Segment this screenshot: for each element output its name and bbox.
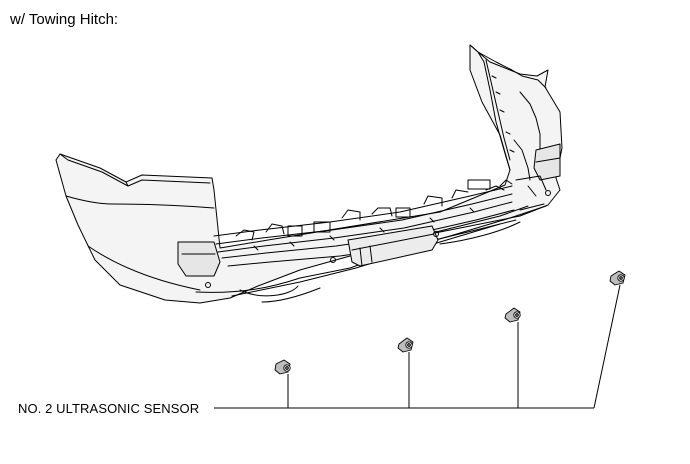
ultrasonic-sensor-1 — [274, 359, 291, 375]
rear-bumper-cover — [55, 44, 563, 304]
bumper-outline — [55, 44, 563, 304]
ultrasonic-sensors — [274, 270, 626, 375]
ultrasonic-sensor-3 — [504, 307, 521, 323]
right-reflector — [533, 143, 561, 181]
ultrasonic-sensor-4 — [609, 270, 626, 286]
figure-caption: w/ Towing Hitch: — [10, 11, 119, 28]
ultrasonic-sensor-2 — [397, 337, 414, 353]
callout-leader-lines — [214, 284, 621, 409]
sensor-callout-label: NO. 2 ULTRASONIC SENSOR — [18, 401, 200, 416]
hitch-cutout — [347, 225, 439, 267]
left-reflector — [177, 241, 221, 277]
